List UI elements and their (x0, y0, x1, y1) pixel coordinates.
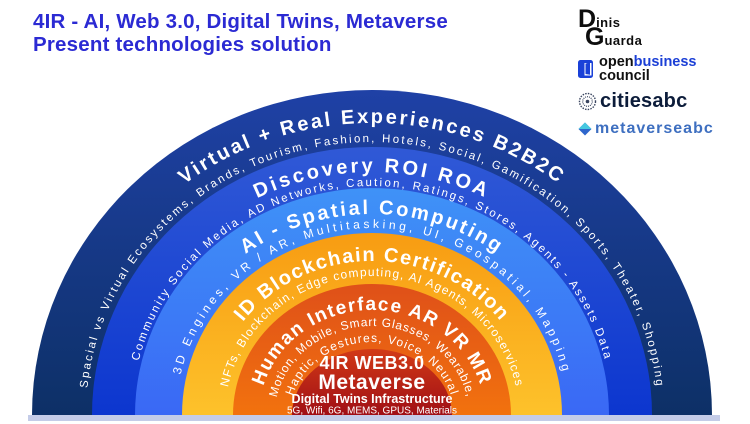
dinis-guarda-logo: Dinis Guarda (578, 5, 643, 51)
logo-column: Dinis Guarda openbusiness council cities… (578, 5, 738, 138)
center-title-line1: 4IR WEB3.0 (319, 353, 424, 373)
page-title: 4IR - AI, Web 3.0, Digital Twins, Metave… (33, 10, 573, 56)
open-door-icon (578, 60, 593, 78)
mandala-icon (578, 92, 597, 111)
gem-icon (578, 122, 592, 136)
openbusiness-council-logo: openbusiness council (578, 55, 738, 83)
metaverseabc-logo: metaverseabc (578, 120, 738, 138)
center-subtitle: Digital Twins Infrastructure (292, 392, 453, 406)
guarda-initial: G (585, 23, 605, 51)
citiesabc-logo: citiesabc (578, 90, 738, 113)
center-dome (292, 349, 452, 415)
center-title-line2: Metaverse (318, 371, 425, 394)
baseline-strip (28, 415, 720, 421)
dinis-initial: D (578, 5, 597, 33)
page-title-line1: 4IR - AI, Web 3.0, Digital Twins, Metave… (33, 10, 448, 33)
center-tech-list: 5G, Wifi, 6G, MEMS, GPUS, Materials (287, 406, 457, 417)
page-title-line2: Present technologies solution (33, 33, 332, 57)
